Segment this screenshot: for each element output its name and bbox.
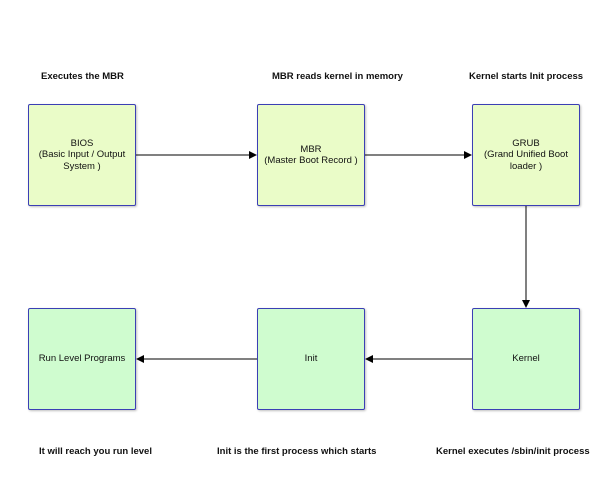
node-grub: GRUB (Grand Unified Boot loader ) — [472, 104, 580, 206]
node-runlevel: Run Level Programs — [28, 308, 136, 410]
node-init-label: Init — [304, 353, 318, 365]
caption-kernel: Kernel executes /sbin/init process — [436, 446, 590, 457]
node-runlevel-label: Run Level Programs — [38, 353, 126, 365]
node-init: Init — [257, 308, 365, 410]
node-bios-label: BIOS (Basic Input / Output System ) — [38, 137, 126, 172]
caption-bios: Executes the MBR — [41, 71, 124, 82]
caption-mbr: MBR reads kernel in memory — [272, 71, 403, 82]
caption-runlevel: It will reach you run level — [39, 446, 152, 457]
node-mbr: MBR (Master Boot Record ) — [257, 104, 365, 206]
node-bios: BIOS (Basic Input / Output System ) — [28, 104, 136, 206]
node-grub-label: GRUB (Grand Unified Boot loader ) — [484, 137, 568, 172]
node-mbr-label: MBR (Master Boot Record ) — [264, 143, 358, 167]
node-kernel: Kernel — [472, 308, 580, 410]
caption-grub: Kernel starts Init process — [469, 71, 584, 82]
node-kernel-label: Kernel — [512, 353, 540, 365]
caption-init: Init is the first process which starts — [217, 446, 377, 457]
